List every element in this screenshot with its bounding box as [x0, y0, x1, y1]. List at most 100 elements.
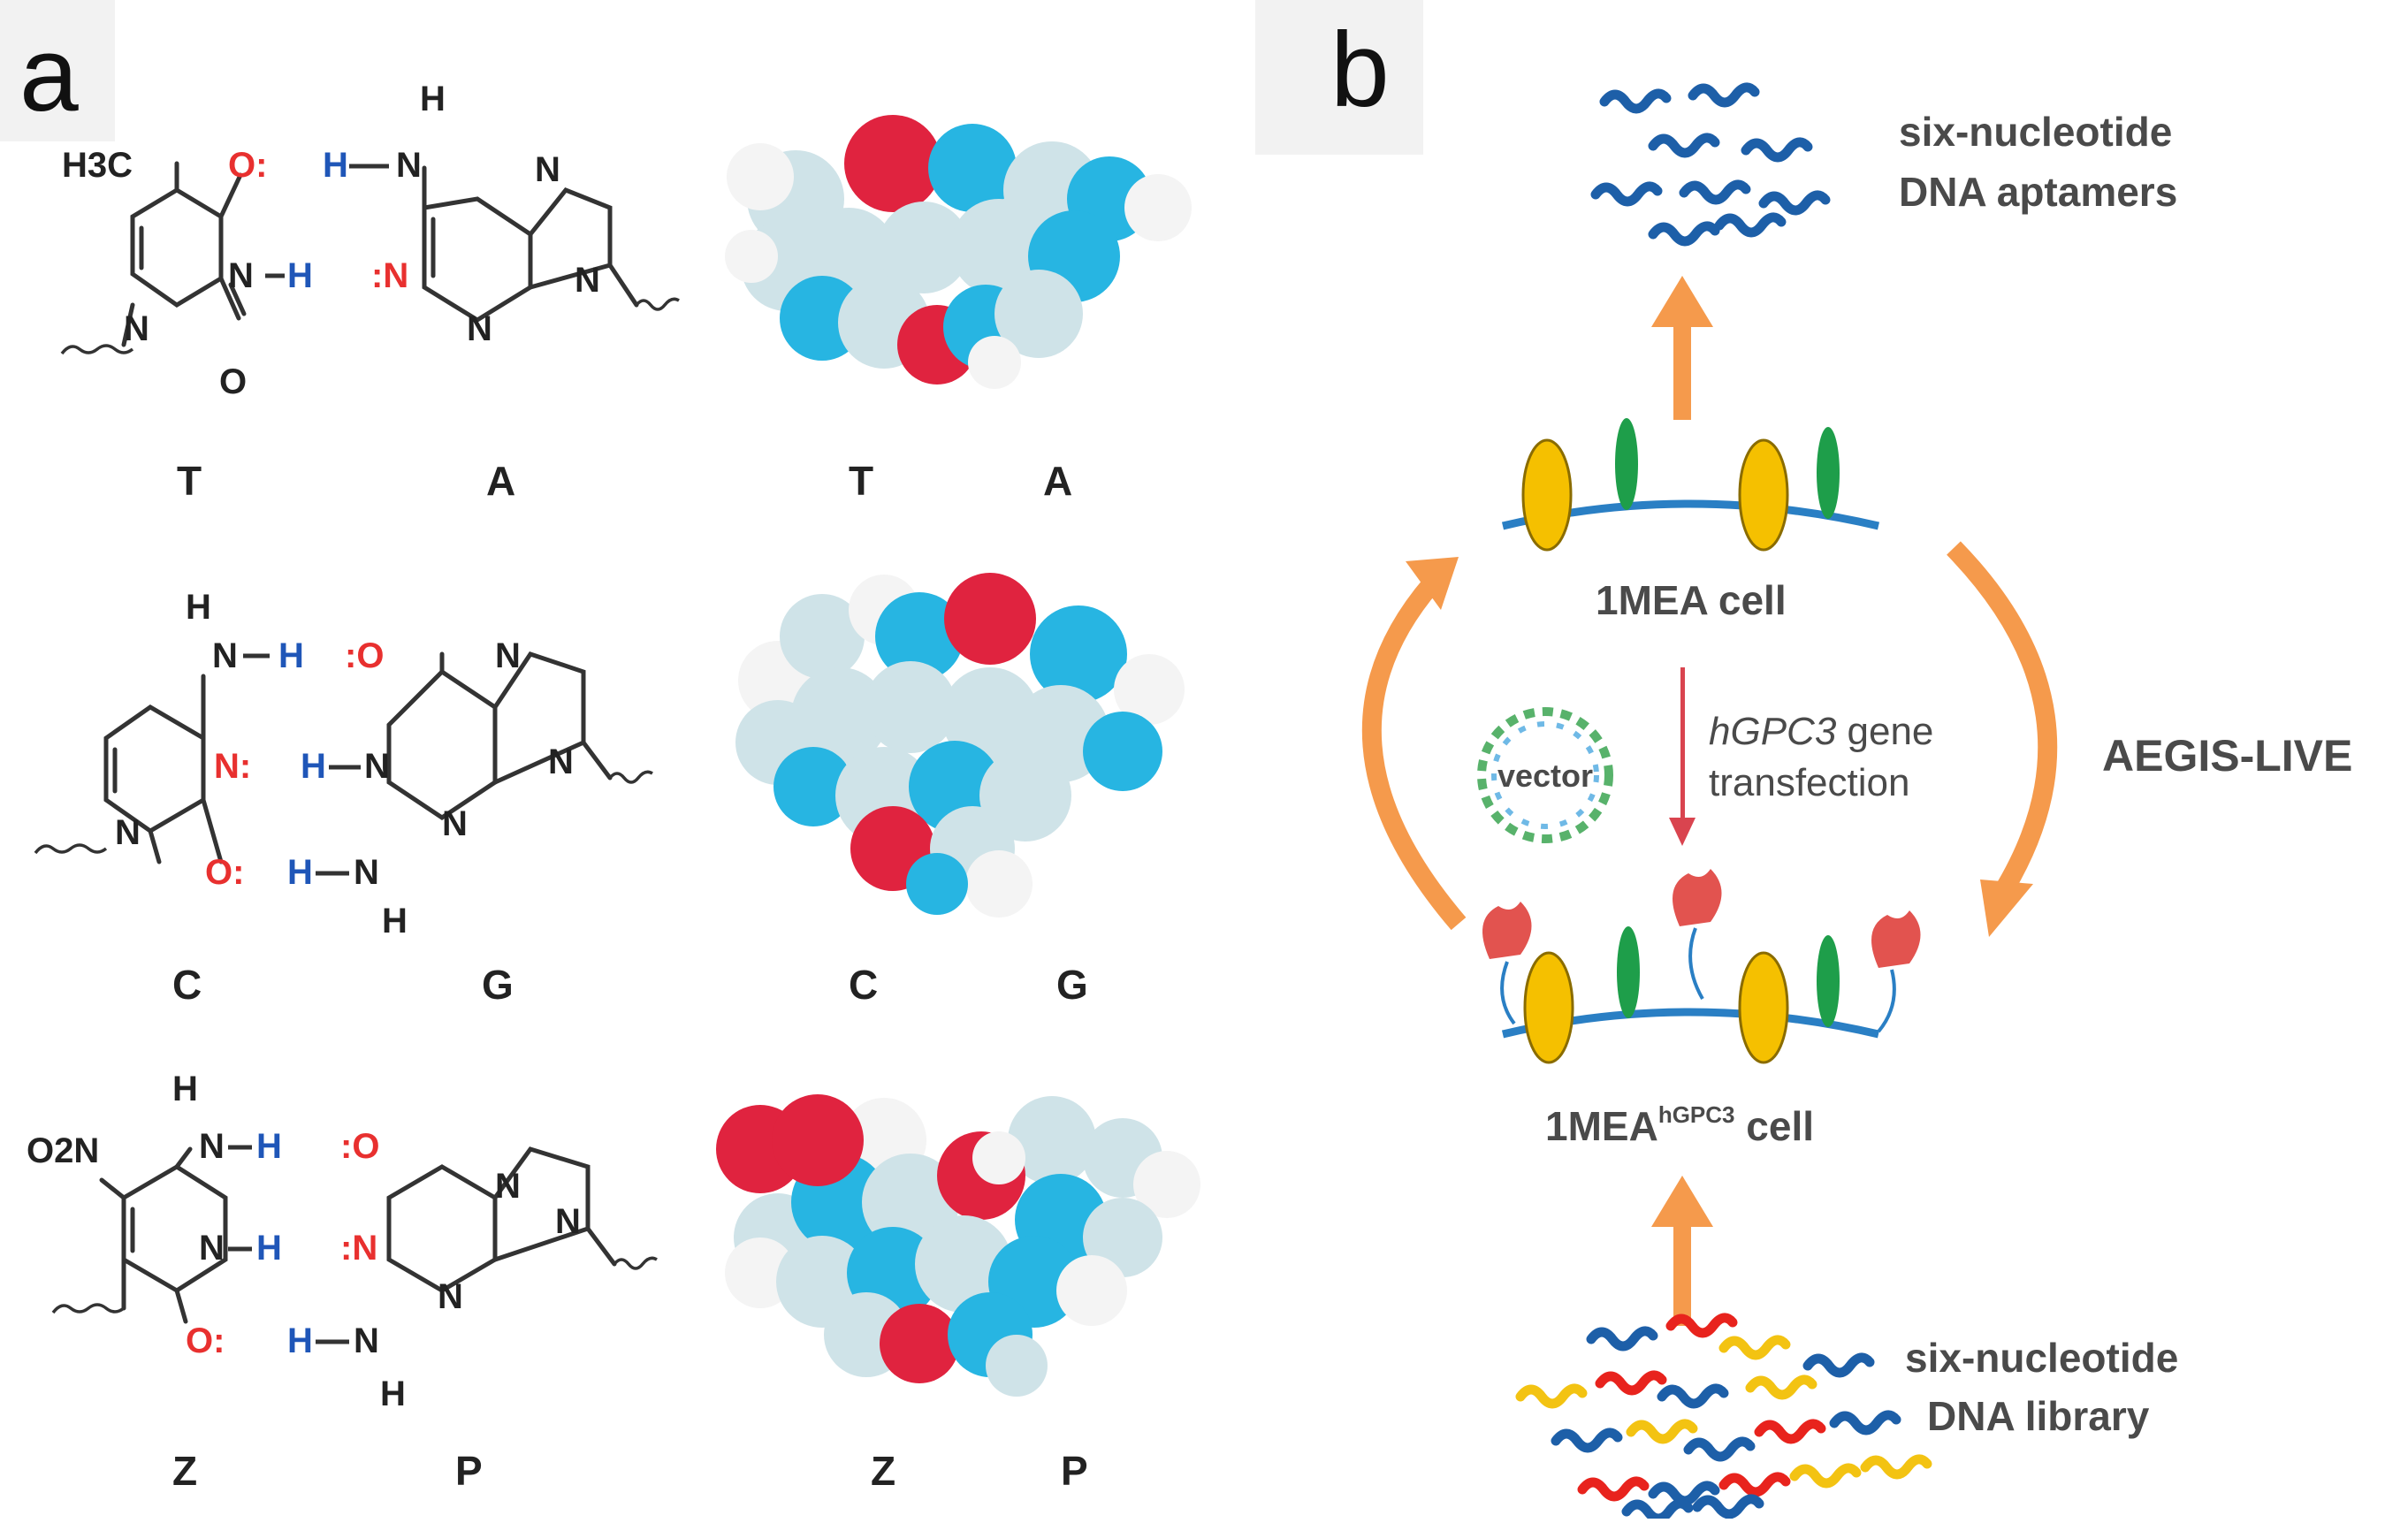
- dna-strand: [1551, 1428, 1623, 1453]
- green-protein: [1817, 935, 1840, 1027]
- atom-n-p-bridge: N: [495, 1167, 521, 1206]
- cycle-arrows: [1361, 541, 2058, 937]
- atom-o6-guanine: :O: [345, 636, 384, 675]
- dna-strand: [1758, 190, 1831, 216]
- p-ring: [386, 1164, 498, 1293]
- dna-strand: [1692, 1494, 1764, 1519]
- dna-strand: [1860, 1454, 1932, 1480]
- dna-strand: [1595, 1370, 1667, 1396]
- panel-a-letter-bg: [0, 0, 115, 141]
- adenine-imidazole: [528, 187, 613, 291]
- atom-n9-guanine: N: [548, 742, 574, 781]
- thymine-ring: [130, 187, 224, 308]
- structure-t-a: H3C O: N H N O H H N :N N N N: [60, 80, 680, 401]
- bottom-label-line1: six-nucleotide: [1905, 1335, 2178, 1381]
- atom-h-p-bottom: H: [380, 1375, 406, 1413]
- atom-h-adenine-top: H: [420, 80, 446, 118]
- base-label-g: G: [482, 962, 514, 1008]
- atom-n2-guanine: N: [354, 853, 379, 892]
- base-label-p: P: [455, 1448, 483, 1494]
- atom-o-z: O:: [186, 1321, 225, 1360]
- cycle-arrow-right: [1947, 541, 2058, 898]
- dna-strand: [1657, 1383, 1729, 1409]
- transfection-line1: hGPC3 gene: [1709, 710, 1933, 753]
- atom-n4-cytosine: N: [212, 636, 238, 675]
- atom-o-p: :O: [340, 1127, 379, 1166]
- atom-o2-thymine: O: [219, 362, 247, 401]
- yellow-protein: [1523, 951, 1574, 1064]
- atom-h-thymine: H: [287, 256, 313, 295]
- dna-strand: [1688, 82, 1760, 108]
- transfection-arrow: [1669, 667, 1696, 846]
- atom-h-z-top: H: [172, 1070, 198, 1108]
- dna-strand: [1745, 1375, 1817, 1400]
- dna-strand: [1626, 1419, 1698, 1444]
- dna-library-cluster: [1515, 1313, 1932, 1523]
- atom-o2-cytosine: O:: [205, 853, 244, 892]
- top-label-line2: DNA aptamers: [1899, 169, 2177, 215]
- dna-strand: [1648, 221, 1720, 247]
- guanine-imidazole: [492, 651, 586, 786]
- atom-h-cytosine-top: H: [186, 588, 211, 627]
- atom-n-z-amino: N: [199, 1127, 225, 1166]
- atom-n3-thymine: N: [228, 256, 254, 295]
- atom-n1-cytosine: N: [115, 813, 141, 852]
- dna-strand: [1718, 1335, 1791, 1360]
- atom-h-adenine: H: [323, 146, 348, 185]
- atom-h-p-amino: H: [287, 1321, 313, 1360]
- transfection-gene: hGPC3: [1709, 710, 1837, 753]
- green-protein: [1817, 427, 1840, 519]
- model-label-p: P: [1061, 1448, 1088, 1494]
- dna-strand: [1789, 1463, 1862, 1489]
- atom-n9-adenine: N: [575, 261, 600, 300]
- structure-z-p: H O2N N H N H O: :O N :N N N H N H: [27, 1070, 658, 1413]
- atom-h-cytosine: H: [278, 636, 304, 675]
- base-label-a: A: [486, 458, 515, 504]
- yellow-protein: [1738, 951, 1789, 1064]
- atom-n-p-acceptor: :N: [340, 1229, 377, 1268]
- panel-b-letter: b: [1330, 11, 1390, 129]
- panel-b-letter-bg: [1255, 0, 1423, 155]
- dna-strand: [1754, 1419, 1826, 1444]
- base-label-c: C: [172, 962, 202, 1008]
- dna-strand: [1621, 1498, 1694, 1523]
- dna-strand: [1648, 133, 1720, 158]
- atom-n-z-ring: N: [199, 1229, 225, 1268]
- atom-n3-guanine: N: [442, 804, 468, 843]
- base-label-z: Z: [172, 1448, 197, 1494]
- top-label-line1: six-nucleotide: [1899, 109, 2172, 155]
- atom-n7-guanine: N: [495, 636, 521, 675]
- cell-1mea: [1501, 418, 1880, 552]
- space-filling-t-a: [725, 115, 1192, 389]
- library-arrow-up: [1651, 1176, 1713, 1326]
- dna-strand: [1714, 212, 1787, 238]
- cell-bottom-sup: hGPC3: [1658, 1101, 1735, 1128]
- vector-plasmid: [1477, 707, 1613, 843]
- dna-strand: [1741, 137, 1813, 163]
- panel-a-letter: a: [19, 15, 79, 133]
- cell-1mea-hgpc3: [1482, 869, 1921, 1064]
- green-protein: [1617, 926, 1640, 1018]
- dna-strand: [1829, 1410, 1901, 1435]
- guanine-ring: [386, 668, 498, 821]
- atom-h3c: H3C: [62, 146, 133, 185]
- atom-n1-thymine: N: [124, 309, 149, 348]
- hgpc3-receptor: [1482, 902, 1532, 1025]
- model-label-c: C: [849, 962, 878, 1008]
- yellow-protein: [1521, 438, 1573, 552]
- atom-h-z-amino: H: [256, 1127, 282, 1166]
- transfection-gene-word: gene: [1836, 710, 1933, 753]
- dna-strand: [1586, 1326, 1658, 1352]
- atom-h-guanine-n2: H: [287, 853, 313, 892]
- atom-n7-adenine: N: [535, 150, 560, 189]
- atom-h-z-ring: H: [256, 1229, 282, 1268]
- vector-label: vector: [1497, 758, 1593, 794]
- space-filling-c-g: [735, 573, 1185, 918]
- adenine-ring: [422, 196, 533, 323]
- dna-strand: [1679, 179, 1751, 205]
- p-imidazole: [492, 1146, 591, 1263]
- selection-arrow-up: [1651, 276, 1713, 420]
- hgpc3-receptor: [1673, 869, 1722, 1000]
- dna-strand: [1590, 181, 1663, 207]
